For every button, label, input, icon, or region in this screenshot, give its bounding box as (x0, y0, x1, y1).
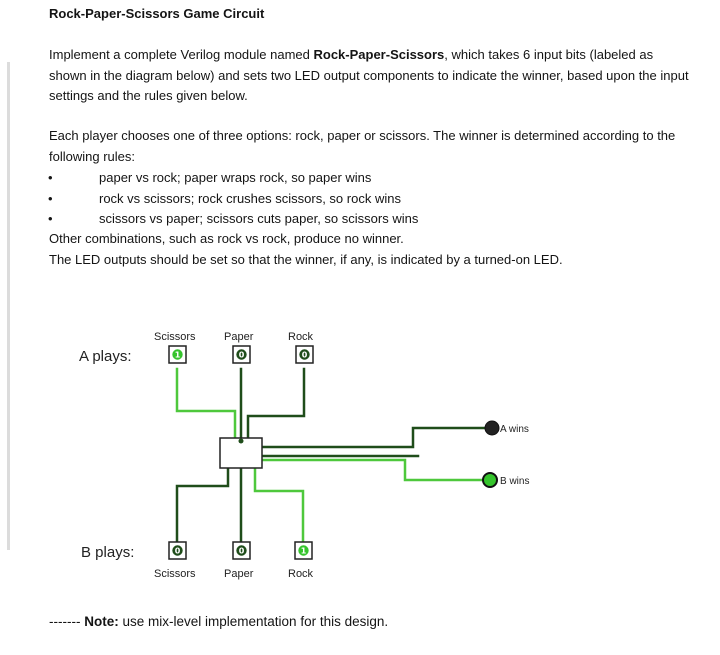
b-rock-label: Rock (288, 568, 314, 580)
page-side-bar (7, 62, 10, 550)
b-rock-value: 1 (301, 547, 307, 556)
b-rock-pin[interactable]: 1 (294, 541, 313, 560)
a-paper-label: Paper (224, 331, 254, 343)
b-wins-label: B wins (500, 476, 529, 487)
other-combinations-text: Other combinations, such as rock vs rock… (49, 231, 404, 246)
intro-text-2: , which takes 6 input bits (labeled as s… (49, 47, 689, 103)
bullet-icon: • (48, 190, 53, 206)
page-title: Rock-Paper-Scissors Game Circuit (49, 6, 265, 21)
intro-paragraph: Implement a complete Verilog module name… (49, 45, 689, 107)
rule-text: rock vs scissors; rock crushes scissors,… (99, 190, 401, 206)
b-wins-led-icon (482, 472, 498, 488)
rules-intro: Each player chooses one of three options… (49, 128, 676, 164)
b-scissors-pin[interactable]: 0 (168, 541, 187, 560)
a-rock-label: Rock (288, 331, 314, 343)
wire-a-rock (246, 367, 306, 440)
wire-b-rock (253, 466, 305, 544)
rule-item: • scissors vs paper; scissors cuts paper… (48, 209, 689, 230)
a-plays-label: A plays: (79, 348, 132, 365)
b-scissors-label: Scissors (154, 568, 196, 580)
note-label: Note: (84, 614, 119, 629)
intro-text-1: Implement a complete Verilog module name… (49, 47, 314, 62)
a-wins-label: A wins (500, 424, 529, 435)
a-scissors-value: 1 (175, 351, 181, 360)
circuit-diagram: A plays: Scissors Paper Rock 1 0 0 B pla… (79, 331, 529, 580)
b-scissors-value: 0 (175, 547, 181, 556)
a-wins-led-icon (484, 420, 500, 436)
junction-dot (238, 438, 244, 444)
note-dashes: ------- (49, 614, 81, 629)
wire-a-wins (260, 426, 488, 449)
a-scissors-label: Scissors (154, 331, 196, 343)
bullet-icon: • (48, 170, 53, 185)
note-text: use mix-level implementation for this de… (118, 614, 389, 629)
note-line: ------- Note: use mix-level implementati… (49, 614, 388, 629)
a-rock-pin[interactable]: 0 (295, 345, 314, 364)
rules-list: • paper vs rock; paper wraps rock, so pa… (48, 168, 689, 230)
rule-item: • paper vs rock; paper wraps rock, so pa… (48, 168, 689, 189)
bullet-icon: • (48, 211, 53, 226)
a-rock-value: 0 (302, 351, 308, 360)
closing-paragraph: Other combinations, such as rock vs rock… (49, 229, 689, 270)
wire-b-wins (260, 458, 486, 482)
a-paper-value: 0 (239, 351, 245, 360)
led-rule-text: The LED outputs should be set so that th… (49, 251, 563, 267)
b-plays-label: B plays: (81, 544, 134, 561)
wire-b-scissors (175, 466, 230, 544)
rule-text: paper vs rock; paper wraps rock, so pape… (99, 170, 372, 185)
wire-a-scissors (175, 367, 237, 440)
b-paper-label: Paper (224, 568, 254, 580)
b-paper-pin[interactable]: 0 (232, 541, 251, 560)
a-paper-pin[interactable]: 0 (232, 345, 251, 364)
rule-item: • rock vs scissors; rock crushes scissor… (48, 189, 689, 210)
a-scissors-pin[interactable]: 1 (168, 345, 187, 364)
module-name: Rock-Paper-Scissors (313, 47, 445, 62)
b-paper-value: 0 (239, 547, 245, 556)
rule-text: scissors vs paper; scissors cuts paper, … (99, 211, 419, 226)
